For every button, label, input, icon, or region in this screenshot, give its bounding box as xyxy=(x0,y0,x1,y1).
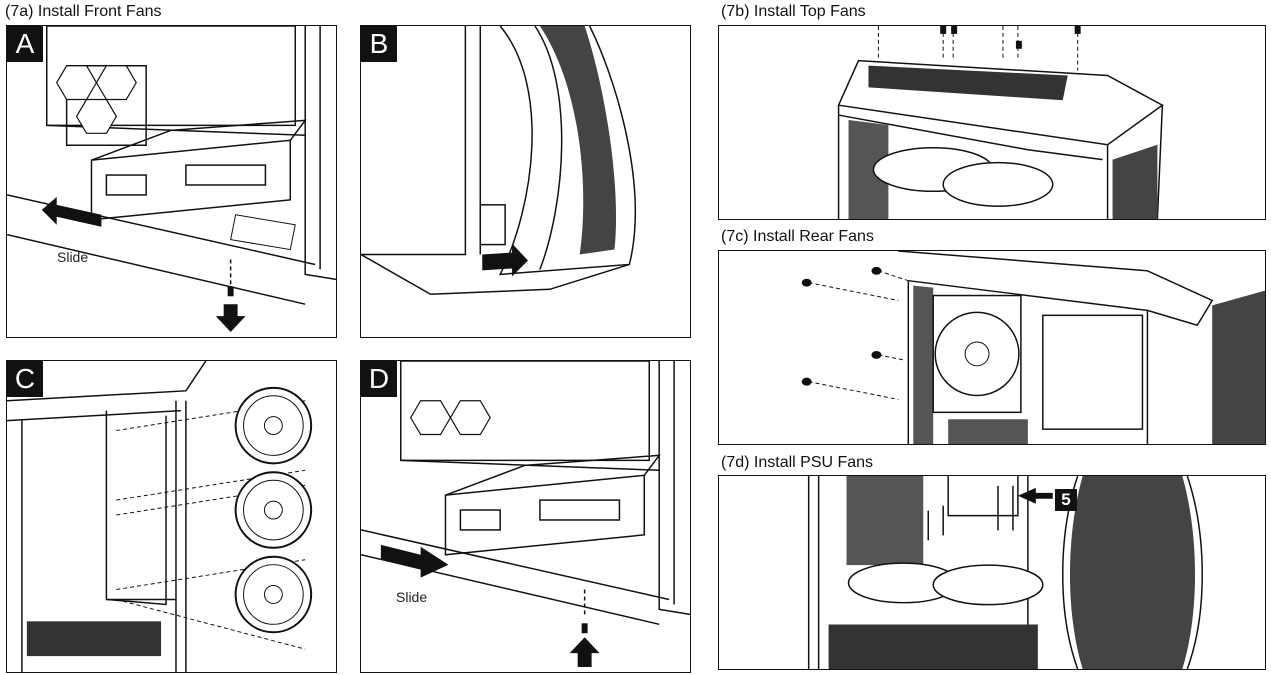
panel-b-drawing xyxy=(361,26,636,296)
psu-fans-drawing xyxy=(807,476,1203,669)
slide-label-a: Slide xyxy=(57,249,89,265)
panel-b-illustration: B xyxy=(360,25,691,338)
panel-letter-b: B xyxy=(361,26,397,62)
section-title-top-fans: (7b) Install Top Fans xyxy=(721,3,866,20)
slide-arrow-d-icon xyxy=(380,544,449,578)
panel-psu-fans-illustration: 5 xyxy=(718,475,1266,670)
panel-a-drawing xyxy=(7,26,336,333)
screw-callout-badge: 5 xyxy=(1055,489,1077,511)
up-arrow-d-icon xyxy=(569,637,600,668)
panel-c-illustration: C xyxy=(6,360,337,673)
slide-arrow-a-icon xyxy=(41,196,102,227)
panel-letter-d: D xyxy=(361,361,397,397)
panel-d-drawing xyxy=(361,361,690,668)
panel-rear-fans-illustration xyxy=(718,250,1266,445)
section-title-rear-fans: (7c) Install Rear Fans xyxy=(721,228,874,245)
panel-c-drawing xyxy=(7,361,313,672)
top-fans-drawing xyxy=(837,26,1164,219)
slide-label-d: Slide xyxy=(396,589,428,605)
panel-a-illustration: A Slide xyxy=(6,25,337,338)
panel-letter-a: A xyxy=(7,26,43,62)
callout-arrow-icon xyxy=(1017,487,1053,504)
panel-top-fans-illustration xyxy=(718,25,1266,220)
section-title-psu-fans: (7d) Install PSU Fans xyxy=(721,454,874,471)
down-arrow-a-icon xyxy=(215,304,246,333)
panel-d-illustration: D Slide xyxy=(360,360,691,673)
rear-fans-drawing xyxy=(801,251,1265,444)
section-title-front-fans: (7a) Install Front Fans xyxy=(5,3,162,20)
panel-letter-c: C xyxy=(7,361,43,397)
push-arrow-b-icon xyxy=(482,243,528,277)
